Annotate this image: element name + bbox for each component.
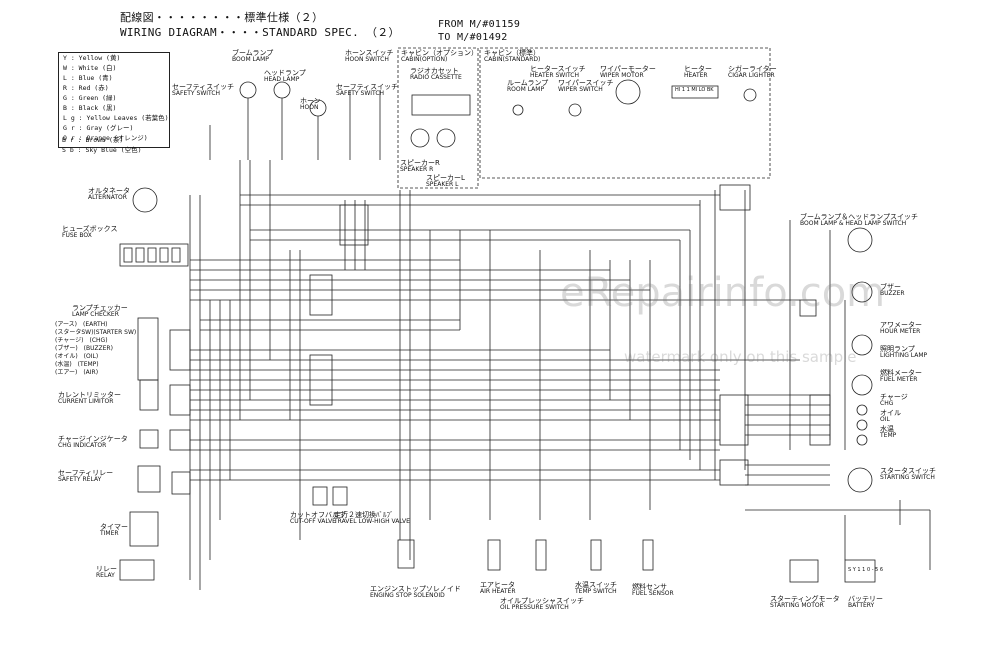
timer-box <box>129 511 159 547</box>
cabin-standard-label: キャビン（標準）CABIN(STANDARD) <box>484 49 541 64</box>
battery-body <box>844 559 876 583</box>
title-en: WIRING DIAGRAM・・・・STANDARD SPEC. （２） <box>120 26 400 39</box>
wiper-motor-symbol <box>615 79 641 105</box>
buzzer-symbol <box>851 281 873 303</box>
chg-indicator-box <box>139 429 159 449</box>
legend-item: Y : Yellow (黄) <box>63 54 121 62</box>
model-to: TO M/#01492 <box>438 32 508 43</box>
radio-cassette-body <box>411 94 471 116</box>
engine-stop-body <box>397 539 415 569</box>
watermark-main: eRepairinfo.com <box>560 270 886 316</box>
cabin-option-frame <box>397 47 479 189</box>
alternator-symbol <box>132 187 158 213</box>
temp-switch-body <box>590 539 602 571</box>
legend-item: G : Green (緑) <box>63 94 117 102</box>
legend-item: S b : Sky Blue (空色) <box>62 146 142 154</box>
lamp-checker-row: (エアー) (AIR) <box>55 369 99 376</box>
watermark-sub: watermark only on this sample <box>624 348 857 366</box>
lamp-checker-row: (水温) (TEMP) <box>55 361 99 368</box>
safety-relay-box <box>137 465 161 493</box>
legend-item: L g : Yellow Leaves (若葉色) <box>63 114 169 122</box>
legend-item: O r : Orange (オレンジ) <box>63 134 148 142</box>
fuel-sensor-body <box>642 539 654 571</box>
hour-meter-symbol <box>851 334 873 356</box>
oil-pressure-body <box>535 539 547 571</box>
lamp-checker-box <box>137 317 159 381</box>
legend-item: B : Black (黒) <box>63 104 117 112</box>
current-limiter-box <box>139 379 159 411</box>
battery-spec: S Y 1 1 0 - 5 6 <box>848 567 884 573</box>
legend-item: L : Blue (青) <box>63 74 113 82</box>
air-heater-body <box>487 539 501 571</box>
legend-item: G r : Gray (グレー) <box>63 124 134 132</box>
legend-item: W : White (白) <box>63 64 117 72</box>
lamp-checker-row: (スタータSW)(STARTER SW) <box>55 329 137 336</box>
cabin-option-label: キャビン（オプション）CABIN(OPTION) <box>401 49 478 64</box>
boom-head-switch-symbol <box>847 227 873 253</box>
lamp-checker-row: (ブザー) (BUZZER) <box>55 345 113 352</box>
legend-item: B r : Brown (茶) <box>62 136 124 144</box>
starting-switch-symbol <box>847 467 873 493</box>
fuel-meter-symbol <box>851 374 873 396</box>
model-from: FROM M/#01159 <box>438 19 521 30</box>
lamp-checker-row: (アース) (EARTH) <box>55 321 108 328</box>
legend-item: R : Red (赤) <box>63 84 109 92</box>
relay-box <box>119 559 155 581</box>
heater-body <box>671 85 719 99</box>
title-jp: 配線図・・・・・・・・標準仕様（２） <box>120 11 324 24</box>
lamp-checker-row: (チャージ) (CHG) <box>55 337 108 344</box>
starting-motor-body <box>789 559 819 583</box>
lamp-checker-row: (オイル) (OIL) <box>55 353 99 360</box>
cabin-standard-frame <box>479 47 771 179</box>
color-legend: Y : Yellow (黄) W : White (白) L : Blue (青… <box>58 52 170 148</box>
heater-parts: HI 1 1 MI LO BK <box>675 87 714 93</box>
